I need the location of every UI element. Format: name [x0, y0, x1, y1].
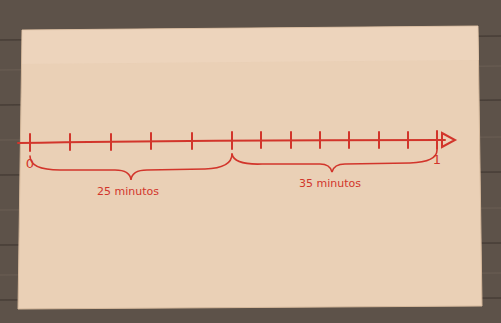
duration-label: 25 minutos	[97, 186, 159, 197]
brace	[30, 150, 437, 180]
number-line	[18, 131, 455, 151]
tick-label: 1	[433, 153, 441, 166]
tick-label: 0	[26, 157, 34, 170]
duration-label: 35 minutos	[299, 178, 361, 189]
